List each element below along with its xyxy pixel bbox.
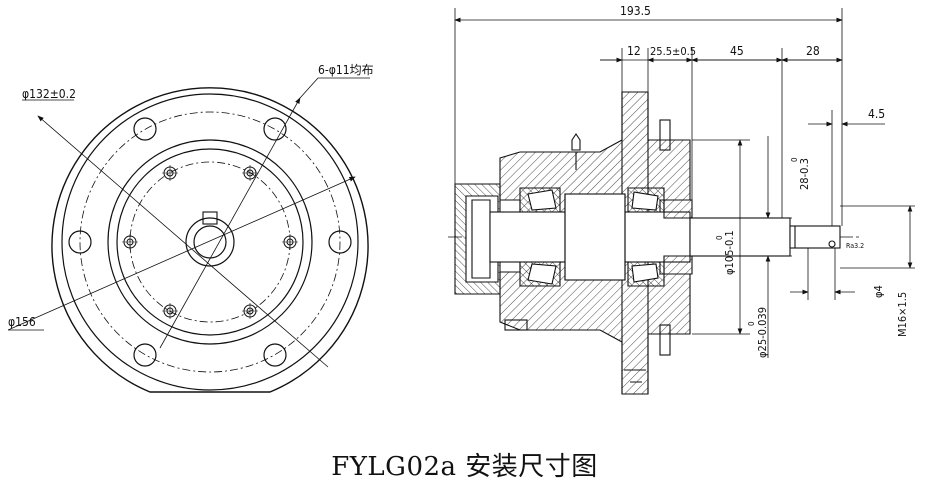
dim-28-tol-zero: 0: [790, 157, 799, 162]
side-view: [448, 91, 862, 395]
dim-overall-length: 193.5: [620, 4, 651, 18]
dim-45: 45: [730, 44, 744, 58]
dim-thread: M16×1.5: [896, 292, 909, 337]
dim-105: φ105-0.1: [723, 230, 736, 275]
holes-label: 6-φ11均布: [318, 63, 374, 77]
dim-105-tol-zero: 0: [715, 235, 724, 240]
dimensions: [454, 8, 915, 358]
dim-28-tol: 28-0.3: [798, 158, 811, 190]
bolt-circle-label: φ132±0.2: [22, 87, 76, 101]
finish-mark: Ra3.2: [846, 242, 864, 250]
outer-diameter-label: φ156: [8, 315, 36, 329]
dim-25-5: 25.5±0.5: [650, 45, 696, 58]
drawing-caption: FYLG02a 安装尺寸图: [331, 452, 598, 482]
dim-28: 28: [806, 44, 820, 58]
dim-25: φ25-0.039: [756, 307, 769, 358]
dim-25-tol-zero: 0: [747, 321, 756, 326]
dim-4-5: 4.5: [868, 107, 885, 121]
mounting-holes: [68, 117, 352, 367]
dim-4: φ4: [872, 285, 885, 298]
installation-drawing: φ132±0.2 6-φ11均布 φ156: [7, 4, 915, 395]
dim-12: 12: [627, 44, 641, 58]
front-view: [7, 77, 370, 393]
inner-threaded-holes: [122, 165, 298, 319]
